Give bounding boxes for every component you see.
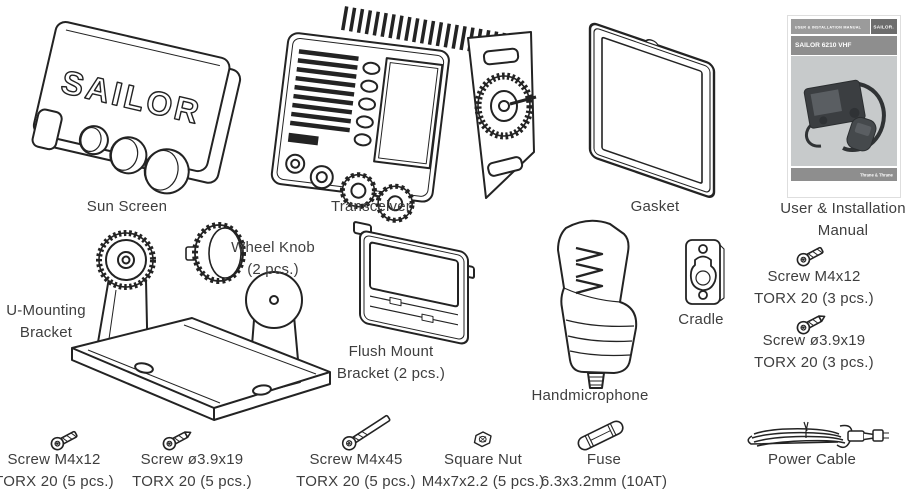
base-hole bbox=[252, 384, 272, 396]
manual-cover: USER & INSTALLATION MANUAL SAILOR. SAILO… bbox=[788, 16, 900, 197]
gasket-drawing bbox=[584, 10, 726, 204]
label-line: Transceiver bbox=[331, 198, 411, 215]
photo-radio-screen bbox=[810, 89, 842, 116]
u-mounting-bracket-label: U-Mounting Bracket bbox=[6, 300, 86, 344]
wheel-knob-label: Wheel Knob (2 pcs.) bbox=[231, 237, 315, 281]
sailor-badge bbox=[287, 132, 319, 146]
label-line: Screw M4x45 bbox=[309, 451, 403, 468]
label-line: Screw M4x12 bbox=[7, 451, 101, 468]
screw-m4x12-3pcs-label: Screw M4x12 TORX 20 (3 pcs.) bbox=[754, 266, 874, 310]
photo-cable bbox=[842, 82, 886, 152]
manual-caption: User & Installation Manual bbox=[780, 198, 906, 242]
screw-m4x45-5pcs-label: Screw M4x45 TORX 20 (5 pcs.) bbox=[296, 449, 416, 493]
manual-photo bbox=[791, 56, 897, 166]
label-line: TORX 20 (3 pcs.) bbox=[754, 354, 874, 371]
panel-button bbox=[353, 133, 372, 147]
cradle-drawing bbox=[678, 238, 730, 312]
flush-frame-window bbox=[369, 241, 459, 308]
transceiver-drawing bbox=[270, 2, 543, 223]
handmicrophone-drawing bbox=[536, 214, 646, 390]
panel-button bbox=[360, 79, 379, 93]
label-line: Cradle bbox=[678, 311, 724, 328]
sun-screen-cap-3 bbox=[143, 148, 190, 195]
screw-o39x19-5pcs-label: Screw ø3.9x19 TORX 20 (5 pcs.) bbox=[132, 449, 252, 493]
panel-button bbox=[358, 97, 376, 111]
sun-screen-drawing: SAILOR bbox=[31, 6, 280, 198]
sun-screen-label: Sun Screen bbox=[87, 196, 167, 218]
handmicrophone-label: Handmicrophone bbox=[531, 385, 648, 407]
knob-face bbox=[208, 227, 242, 279]
label-line: TORX 20 (5 pcs.) bbox=[296, 473, 416, 490]
base-hole bbox=[134, 362, 154, 374]
wheel-knob-drawing bbox=[185, 222, 246, 286]
label-line: Handmicrophone bbox=[531, 387, 649, 404]
label-line: Gasket bbox=[630, 198, 680, 215]
screw-o39x19-5pcs-icon bbox=[158, 426, 198, 454]
label-line: Manual bbox=[817, 222, 869, 239]
screw-o39x19-3pcs-label: Screw ø3.9x19 TORX 20 (3 pcs.) bbox=[754, 330, 874, 374]
screw-m4x12-5pcs-label: Screw M4x12 TORX 20 (5 pcs.) bbox=[0, 449, 114, 493]
label-line: Sun Screen bbox=[86, 198, 168, 215]
speaker-grille bbox=[289, 49, 359, 133]
manual-title-band: SAILOR 6210 VHF bbox=[791, 36, 897, 55]
transceiver-label: Transceiver bbox=[331, 196, 411, 218]
label-line: Screw M4x12 bbox=[767, 268, 861, 285]
manual-brand-text: SAILOR. bbox=[873, 23, 895, 30]
flush-mount-bracket-label: Flush Mount Bracket (2 pcs.) bbox=[337, 341, 445, 385]
square-nut-label: Square Nut M4x7x2.2 (5 pcs.) bbox=[422, 449, 545, 493]
manual-title-text: SAILOR 6210 VHF bbox=[794, 41, 852, 50]
label-line: TORX 20 (5 pcs.) bbox=[132, 473, 252, 490]
sun-screen-cap-1 bbox=[78, 125, 109, 156]
screw-o39x19-3pcs-icon bbox=[792, 310, 832, 338]
manual-header-text: USER & INSTALLATION MANUAL bbox=[794, 24, 862, 29]
mic-chevrons bbox=[575, 246, 604, 295]
label-line: Wheel Knob bbox=[231, 239, 315, 256]
power-cable-label: Power Cable bbox=[768, 449, 856, 471]
label-line: Flush Mount bbox=[348, 343, 434, 360]
sun-screen-cap-2 bbox=[109, 136, 148, 175]
manual-header-band: USER & INSTALLATION MANUAL SAILOR. bbox=[791, 19, 897, 34]
panel-button bbox=[362, 61, 381, 75]
flush-mount-bracket-drawing bbox=[352, 220, 482, 352]
label-line: Screw ø3.9x19 bbox=[140, 451, 244, 468]
display-screen bbox=[373, 57, 444, 170]
label-line: Bracket bbox=[19, 324, 73, 341]
fuse-icon bbox=[574, 418, 630, 456]
label-line: Fuse bbox=[586, 451, 622, 468]
label-line: 6.3x3.2mm (10AT) bbox=[540, 473, 668, 490]
manual-footer-text: Thrane & Thrane bbox=[860, 172, 894, 177]
gasket-label: Gasket bbox=[631, 196, 680, 218]
label-line: U-Mounting bbox=[6, 302, 86, 319]
label-line: Bracket (2 pcs.) bbox=[336, 365, 446, 382]
label-line: TORX 20 (3 pcs.) bbox=[754, 290, 874, 307]
label-line: Screw ø3.9x19 bbox=[762, 332, 866, 349]
label-line: Square Nut bbox=[444, 451, 522, 468]
square-nut-icon bbox=[472, 431, 494, 448]
label-line: TORX 20 (5 pcs.) bbox=[0, 473, 114, 490]
mic-body bbox=[557, 219, 638, 374]
label-line: (2 pcs.) bbox=[247, 261, 299, 278]
label-line: User & Installation bbox=[780, 200, 906, 217]
panel-button bbox=[355, 115, 374, 129]
cradle-label: Cradle bbox=[678, 309, 723, 331]
screw-m4x12-5pcs-icon bbox=[46, 426, 86, 454]
label-line: Power Cable bbox=[767, 451, 857, 468]
power-cable-icon bbox=[742, 414, 892, 456]
screw-m4x45-5pcs-icon bbox=[336, 410, 402, 456]
manual-footer-band: Thrane & Thrane bbox=[791, 168, 897, 181]
sun-screen-left-tab bbox=[31, 108, 63, 151]
gasket-window bbox=[601, 36, 703, 184]
u-mounting-bracket-drawing bbox=[62, 228, 337, 423]
label-line: M4x7x2.2 (5 pcs.) bbox=[421, 473, 545, 490]
fuse-label: Fuse 6.3x3.2mm (10AT) bbox=[541, 449, 667, 493]
screw-m4x12-3pcs-icon bbox=[792, 242, 832, 270]
manual-brand-box: SAILOR. bbox=[870, 19, 897, 34]
